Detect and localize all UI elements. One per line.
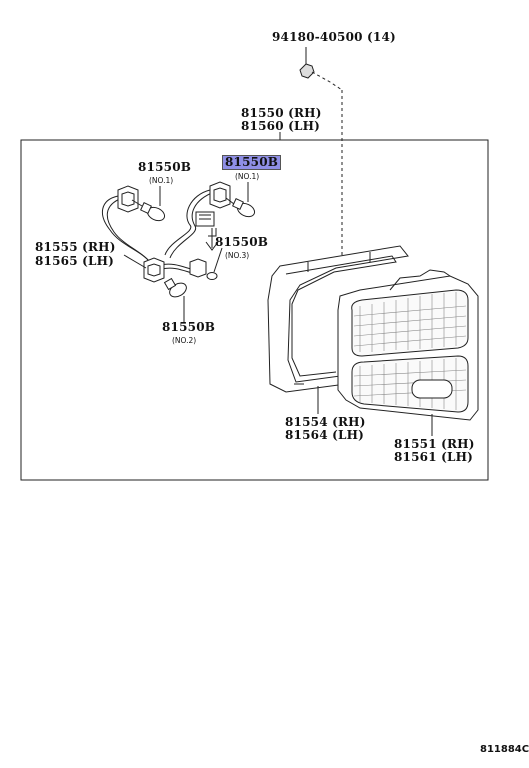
lens-part <box>337 269 479 421</box>
gasket-part <box>267 245 409 393</box>
bulb-no1-position-highlighted: (NO.1) <box>235 172 260 181</box>
socket-bulb-no1-left <box>117 185 166 222</box>
arrow-down <box>205 228 219 251</box>
socket-bulb-no3 <box>189 258 218 280</box>
lens-lh-part-number[interactable]: 81561 (LH) <box>394 450 474 464</box>
lens-rh-part-number[interactable]: 81551 (RH) <box>394 437 475 451</box>
clip-part-number[interactable]: 94180-40500 (14) <box>272 30 396 44</box>
bulb-no1-part-number-highlighted[interactable]: 81550B <box>222 155 282 170</box>
gasket-rh-part-number[interactable]: 81554 (RH) <box>285 415 366 429</box>
socket-bulb-no1-right <box>209 181 256 218</box>
bulb-no3-position: (NO.3) <box>225 251 250 260</box>
wire-harness <box>102 189 215 275</box>
socket-rh-part-number[interactable]: 81555 (RH) <box>35 240 116 254</box>
assembly-frame <box>20 139 489 481</box>
assembly-rh-part-number[interactable]: 81550 (RH) <box>241 106 322 120</box>
bulb-no1-part-number[interactable]: 81550B <box>138 160 192 174</box>
bulb-no2-position: (NO.2) <box>172 336 197 345</box>
assembly-lh-part-number[interactable]: 81560 (LH) <box>241 119 321 133</box>
bulb-no1-position: (NO.1) <box>149 176 174 185</box>
diagram-code: 811884C <box>480 744 529 755</box>
clip-part <box>299 47 343 260</box>
socket-bulb-no2 <box>143 257 187 298</box>
bulb-no2-part-number[interactable]: 81550B <box>162 320 216 334</box>
gasket-lh-part-number[interactable]: 81564 (LH) <box>285 428 365 442</box>
bulb-no3-part-number[interactable]: 81550B <box>215 235 269 249</box>
socket-lh-part-number[interactable]: 81565 (LH) <box>35 254 115 268</box>
